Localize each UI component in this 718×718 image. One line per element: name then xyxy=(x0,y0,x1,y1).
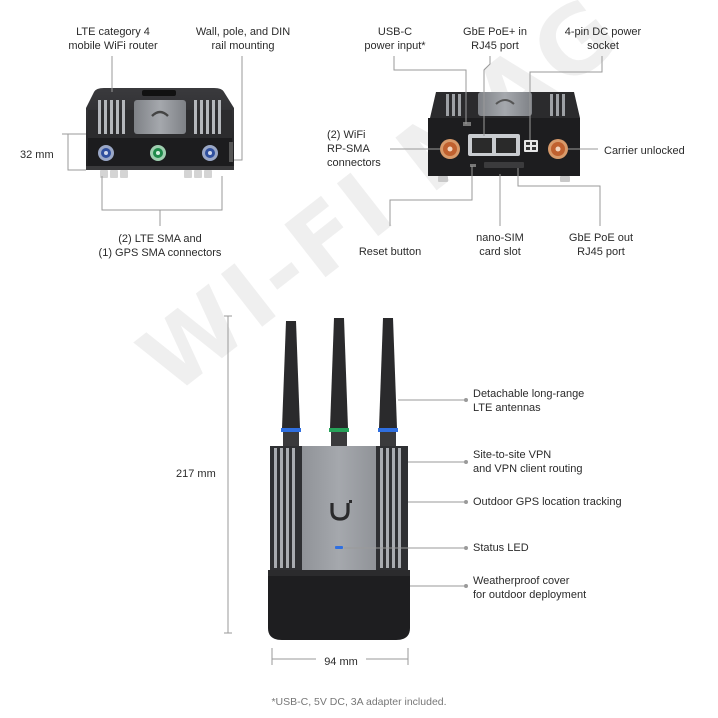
gbe-poe-in-label: GbE PoE+ in RJ45 port xyxy=(463,26,527,52)
cover-label: Weatherproof cover for outdoor deploymen… xyxy=(473,575,587,601)
footnote: *USB-C, 5V DC, 3A adapter included. xyxy=(271,696,447,708)
bottom-leaders xyxy=(224,315,466,665)
dc-socket-label: 4-pin DC power socket xyxy=(564,26,642,52)
rear-view-device xyxy=(428,92,580,182)
bottom-height-dimension: 217 mm xyxy=(176,468,216,480)
carrier-unlocked-label: Carrier unlocked xyxy=(604,145,685,157)
mounting-label: Wall, pole, and DIN rail mounting xyxy=(195,26,291,52)
usbc-label: USB-C power input* xyxy=(364,26,426,52)
front-view-device xyxy=(86,88,234,178)
status-led-label: Status LED xyxy=(473,542,529,554)
gps-label: Outdoor GPS location tracking xyxy=(473,496,622,508)
vpn-label: Site-to-site VPN and VPN client routing xyxy=(473,449,583,475)
lte-router-label: LTE category 4 mobile WiFi router xyxy=(68,26,158,52)
antennas-label: Detachable long-range LTE antennas xyxy=(473,388,585,414)
leader-dots xyxy=(464,398,468,588)
wifi-connectors-label: (2) WiFi RP-SMA connectors xyxy=(327,129,381,169)
gbe-poe-out-label: GbE PoE out RJ45 port xyxy=(568,232,634,258)
sma-connectors-label: (2) LTE SMA and (1) GPS SMA connectors xyxy=(98,233,222,259)
standing-device xyxy=(268,318,410,640)
top-right-leaders xyxy=(389,56,603,226)
bottom-width-dimension: 94 mm xyxy=(324,656,358,668)
top-left-leaders xyxy=(62,56,243,226)
top-height-dimension: 32 mm xyxy=(20,149,54,161)
nano-sim-label: nano-SIM card slot xyxy=(476,232,524,258)
reset-button-label: Reset button xyxy=(358,246,422,258)
